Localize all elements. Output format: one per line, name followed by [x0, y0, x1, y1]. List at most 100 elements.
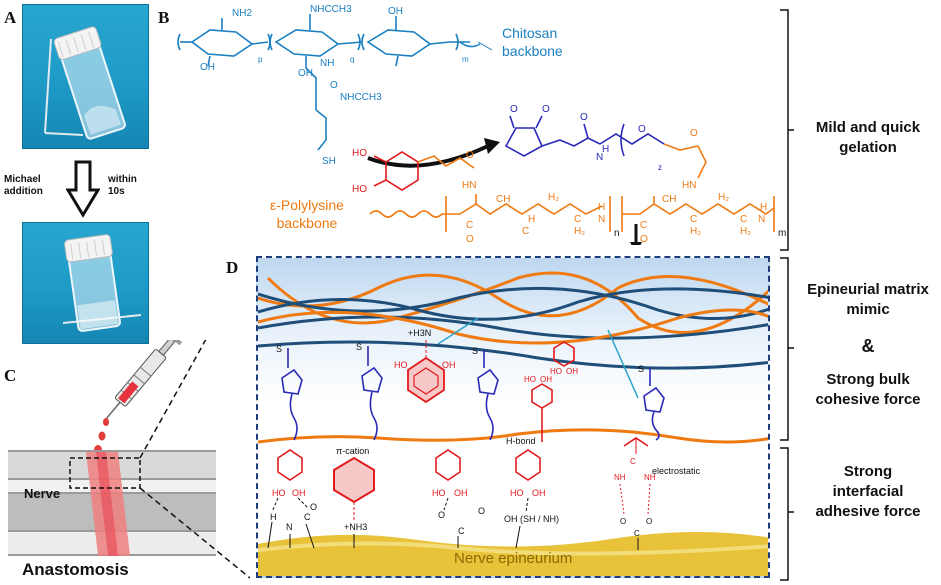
- side-brackets: [780, 9, 794, 581]
- catechol-bulk: [531, 341, 575, 442]
- inter-line3: adhesive force: [815, 503, 921, 520]
- ten-seconds-line: 10s: [108, 186, 125, 197]
- svg-text:O: O: [620, 517, 626, 526]
- svg-text:H₂: H₂: [740, 226, 751, 237]
- group-ho-2: HO: [352, 184, 367, 195]
- svg-text:OH: OH: [442, 360, 456, 370]
- catechol-interface: [277, 449, 541, 481]
- addition-line: addition: [4, 186, 43, 197]
- h3n-label: +H3N: [408, 328, 431, 338]
- svg-text:C: C: [304, 512, 311, 522]
- svg-text:OH: OH: [292, 488, 306, 498]
- svg-text:O: O: [542, 104, 550, 115]
- michael-addition-label: Michael addition: [4, 174, 43, 198]
- svg-text:HO: HO: [272, 488, 286, 498]
- svg-text:C: C: [522, 226, 529, 237]
- svg-text:C: C: [690, 214, 697, 225]
- down-arrow-b: [630, 242, 642, 245]
- inter-line2: interfacial: [832, 483, 904, 500]
- group-oh-1: OH: [200, 62, 215, 73]
- zoom-box: [69, 457, 141, 489]
- chitosan-backbone: [177, 14, 481, 151]
- group-nhaccet: NHCCH3: [310, 4, 352, 15]
- svg-text:HO: HO: [432, 488, 446, 498]
- sub-m-2: m: [778, 228, 786, 239]
- svg-text:O: O: [510, 104, 518, 115]
- within-line: within: [108, 174, 137, 185]
- svg-text:C: C: [740, 214, 747, 225]
- epineurial-line2: mimic: [846, 301, 890, 318]
- svg-text:C: C: [458, 526, 465, 536]
- svg-text:OH: OH: [540, 375, 552, 384]
- chitosan-line1: Chitosan: [502, 25, 558, 41]
- svg-text:C: C: [634, 529, 640, 538]
- svg-text:H: H: [760, 202, 767, 213]
- svg-text:O: O: [638, 124, 646, 135]
- svg-text:H: H: [602, 144, 609, 155]
- nerve-label: Nerve: [24, 486, 61, 501]
- group-nhaccet-2: NHCCH3: [340, 92, 382, 103]
- anastomosis-label: Anastomosis: [22, 560, 129, 579]
- polylysine-backbone: [369, 194, 775, 232]
- ampersand-label: &: [861, 336, 875, 356]
- catechol-group: [373, 151, 419, 191]
- nh3-label: +NH3: [344, 522, 367, 532]
- svg-text:HN: HN: [462, 180, 476, 191]
- group-nh2: NH2: [232, 8, 252, 19]
- polylysine-label: ε-Polylysine backbone: [270, 196, 344, 232]
- svg-text:O: O: [640, 234, 648, 245]
- svg-text:HN: HN: [682, 180, 696, 191]
- h-bond-label: H-bond: [506, 436, 536, 446]
- sub-m: m: [462, 55, 469, 64]
- svg-text:H₂: H₂: [690, 226, 701, 237]
- svg-text:O: O: [690, 128, 698, 139]
- svg-text:O: O: [466, 150, 474, 161]
- panel-b-label: B: [158, 8, 170, 27]
- svg-text:N: N: [286, 522, 293, 532]
- chitosan-label: Chitosan backbone: [502, 24, 563, 60]
- svg-text:C: C: [466, 220, 473, 231]
- group-oh-3: OH: [388, 6, 403, 17]
- svg-text:O: O: [580, 112, 588, 123]
- svg-text:C: C: [640, 220, 647, 231]
- group-ho-1: HO: [352, 148, 367, 159]
- svg-text:H₂: H₂: [574, 226, 585, 237]
- svg-text:C: C: [574, 214, 581, 225]
- svg-text:OH: OH: [532, 488, 546, 498]
- electrostatic-group: C NH NH O O C: [614, 437, 656, 550]
- svg-text:NH: NH: [644, 473, 656, 482]
- chitosan-line2: backbone: [502, 43, 563, 59]
- electrostatic-label: electrostatic: [652, 466, 701, 476]
- sub-p: p: [258, 55, 263, 64]
- inter-line1: Strong: [843, 463, 893, 480]
- vial-photo-bottom: [22, 222, 149, 344]
- svg-text:OH: OH: [566, 367, 578, 376]
- reaction-arrow: [367, 144, 489, 168]
- svg-text:NH: NH: [614, 473, 626, 482]
- thiosuccinimide-groups: [281, 346, 665, 441]
- svg-text:HO: HO: [550, 367, 562, 376]
- svg-text:N: N: [758, 214, 765, 225]
- interfacial-adhesive-label: Strong interfacial adhesive force: [798, 462, 938, 522]
- panel-c-label: C: [4, 366, 17, 385]
- pi-cation-interface: [333, 456, 375, 520]
- sub-q: q: [350, 55, 354, 64]
- polylysine-line2: backbone: [276, 215, 338, 231]
- bulk-cohesive-label: Strong bulk cohesive force: [798, 370, 938, 410]
- svg-text:O: O: [438, 510, 445, 520]
- svg-text:C: C: [630, 457, 636, 466]
- group-o: O: [330, 80, 338, 91]
- polymer-network: [258, 271, 768, 444]
- svg-text:H: H: [270, 512, 277, 522]
- svg-text:O: O: [646, 517, 652, 526]
- sub-n: n: [614, 228, 620, 239]
- mild-quick-gelation-label: Mild and quick gelation: [815, 119, 921, 156]
- panel-a-label: A: [4, 8, 17, 27]
- epineurial-label: Epineurial matrix mimic: [798, 280, 938, 320]
- svg-text:H: H: [528, 214, 535, 225]
- panel-d-label: D: [226, 258, 239, 277]
- chemical-structure-b: NH2 NHCCH3 OH OH OH p q m NH O NHCCH3 SH…: [177, 4, 786, 245]
- michael-line: Michael: [4, 174, 41, 185]
